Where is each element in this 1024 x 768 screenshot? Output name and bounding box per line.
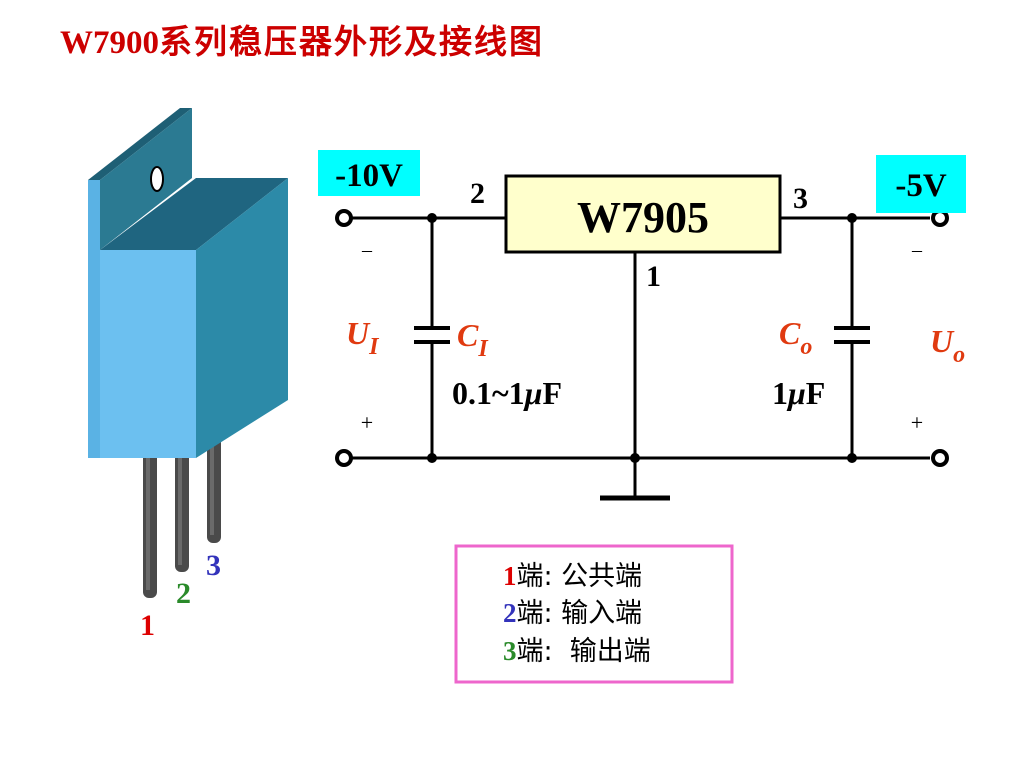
regulator-package: 1 2 3	[88, 108, 288, 642]
input-cap-symbol: CI	[457, 317, 489, 362]
circuit-pin-input: 2	[470, 177, 485, 210]
input-terminal-top	[335, 209, 353, 227]
output-voltage-label: -5V	[895, 168, 946, 204]
body-front	[88, 180, 196, 458]
junctions	[427, 213, 857, 463]
input-plus: +	[361, 410, 373, 435]
legend-item-3: 3端: 输出端	[503, 636, 651, 667]
legend-item-1: 1端: 公共端	[503, 561, 642, 592]
output-minus: –	[911, 239, 923, 261]
output-cap-value: 1μF	[772, 375, 825, 411]
mounting-hole	[150, 166, 164, 192]
body-side	[196, 178, 288, 458]
input-voltage-box	[318, 150, 420, 196]
regulator-label: W7905	[577, 193, 709, 242]
circuit-pin-output: 3	[793, 182, 808, 215]
page-title: W7900系列稳压器外形及接线图	[60, 22, 544, 64]
circuit-pin-common: 1	[646, 260, 661, 293]
legend-item-2: 2端: 输入端	[503, 598, 642, 629]
input-minus: –	[361, 239, 373, 261]
heatsink-tab	[88, 108, 192, 180]
legend-box	[454, 544, 734, 684]
package-pin-2-label: 2	[176, 577, 191, 610]
title-model: W7900	[60, 25, 159, 61]
regulator-box	[504, 174, 782, 254]
input-terminal-bottom	[335, 449, 353, 467]
input-voltage-symbol: UI	[346, 315, 380, 360]
output-voltage-symbol: Uo	[930, 323, 965, 368]
output-cap-symbol: Co	[779, 315, 812, 360]
output-voltage-box	[876, 155, 966, 213]
output-terminal-top	[931, 209, 949, 227]
circuit	[352, 216, 930, 501]
terminals	[335, 209, 949, 467]
pin-legend: 1端: 公共端 2端: 输入端 3端: 输出端	[454, 544, 734, 684]
package-pin-1-label: 1	[140, 609, 155, 642]
input-voltage-label: -10V	[335, 158, 403, 194]
input-cap-value: 0.1~1μF	[452, 375, 562, 411]
package-pin-3-label: 3	[206, 549, 221, 582]
output-terminal-bottom	[931, 449, 949, 467]
title-text: 系列稳压器外形及接线图	[159, 22, 544, 61]
output-plus: +	[911, 410, 923, 435]
body-top	[100, 178, 288, 250]
